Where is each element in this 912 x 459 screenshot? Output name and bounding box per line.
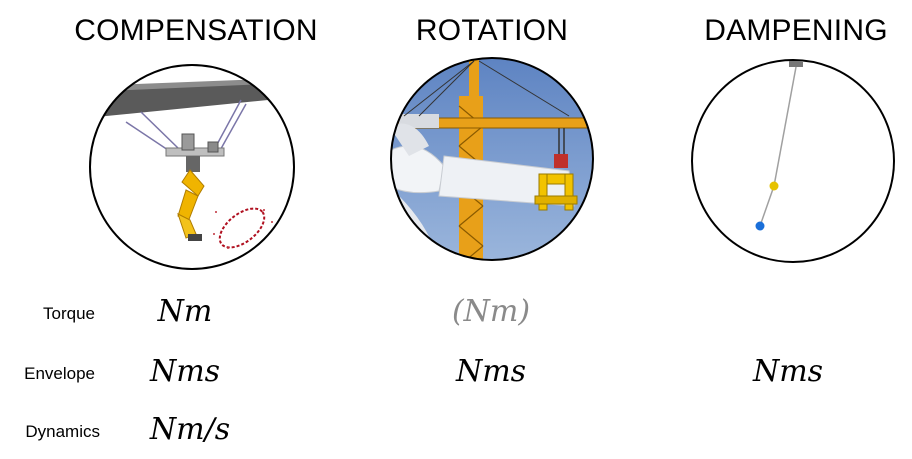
unit-torque-compensation: Nm (157, 294, 213, 329)
parallel-cables (125, 99, 247, 155)
row-label-dynamics: Dynamics (25, 422, 100, 441)
row-label-torque: Torque (43, 304, 95, 323)
overhead-beam (90, 82, 268, 118)
unit-envelope-compensation: Nms (149, 354, 221, 389)
trajectory-ellipse (218, 207, 266, 249)
crane-jib (391, 60, 593, 129)
column-title-compensation: COMPENSATION (74, 14, 318, 47)
compensation-illustration (89, 64, 295, 270)
pendulum-mass-blue (755, 221, 765, 231)
robot-arm (177, 156, 205, 241)
unit-envelope-rotation: Nms (455, 354, 527, 389)
unit-envelope-dampening: Nms (752, 354, 824, 389)
pendulum-rod-lower (759, 185, 775, 227)
dampening-illustration (691, 59, 895, 263)
rotation-illustration (390, 57, 594, 261)
lifting-yoke (534, 173, 578, 211)
row-label-envelope: Envelope (24, 364, 95, 383)
pendulum-rod-upper (773, 66, 797, 187)
column-title-dampening: DAMPENING (704, 14, 888, 47)
pendulum-mass-yellow (769, 181, 779, 191)
column-title-rotation: ROTATION (415, 14, 569, 47)
unit-torque-rotation: (Nm) (451, 294, 531, 329)
pendulum-pivot (789, 61, 803, 67)
unit-dynamics-compensation: Nm/s (149, 412, 231, 447)
